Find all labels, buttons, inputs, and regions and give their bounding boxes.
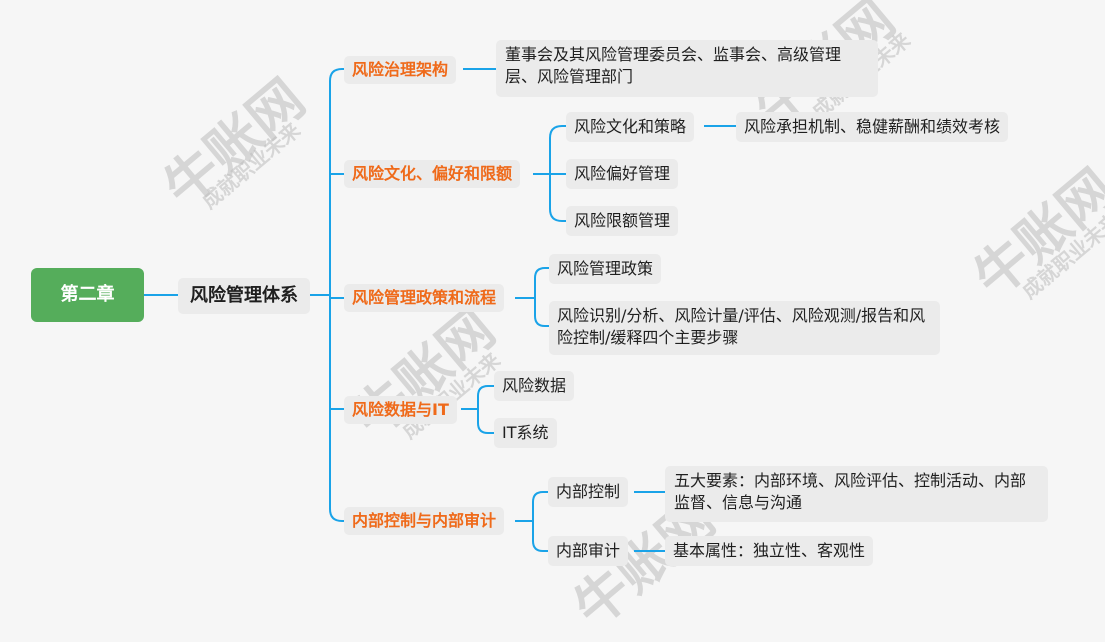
subtopic-node[interactable]: 风险管理政策 — [549, 254, 662, 284]
category-node-data-it[interactable]: 风险数据与IT — [344, 396, 457, 424]
leaf-node[interactable]: 风险承担机制、稳健薪酬和绩效考核 — [736, 112, 1009, 142]
category-node-control-audit[interactable]: 内部控制与内部审计 — [344, 507, 505, 535]
connector — [534, 267, 549, 327]
connector-lines — [144, 68, 736, 552]
subtopic-node[interactable]: 内部控制 — [548, 477, 629, 507]
category-node-culture[interactable]: 风险文化、偏好和限额 — [344, 160, 521, 188]
subtopic-node[interactable]: IT系统 — [494, 418, 557, 448]
subtopic-node[interactable]: 风险文化和策略 — [566, 112, 695, 142]
connector — [477, 385, 494, 434]
connector — [532, 491, 548, 552]
leaf-node[interactable]: 董事会及其风险管理委员会、监事会、高级管理层、风险管理部门 — [496, 40, 878, 97]
subtopic-node[interactable]: 内部审计 — [548, 536, 629, 566]
main-topic-node[interactable]: 风险管理体系 — [178, 278, 310, 314]
connector — [329, 68, 344, 522]
subtopic-node[interactable]: 风险数据 — [494, 371, 575, 401]
root-node[interactable]: 第二章 — [31, 268, 144, 322]
category-node-governance[interactable]: 风险治理架构 — [344, 56, 457, 84]
category-node-policy[interactable]: 风险管理政策和流程 — [344, 284, 505, 312]
leaf-node[interactable]: 风险识别/分析、风险计量/评估、风险观测/报告和风险控制/缓释四个主要步骤 — [549, 301, 940, 355]
leaf-node[interactable]: 五大要素：内部环境、风险评估、控制活动、内部监督、信息与沟通 — [665, 466, 1048, 522]
subtopic-node[interactable]: 风险偏好管理 — [566, 159, 679, 189]
subtopic-node[interactable]: 风险限额管理 — [566, 206, 679, 236]
leaf-node[interactable]: 基本属性：独立性、客观性 — [665, 536, 874, 566]
